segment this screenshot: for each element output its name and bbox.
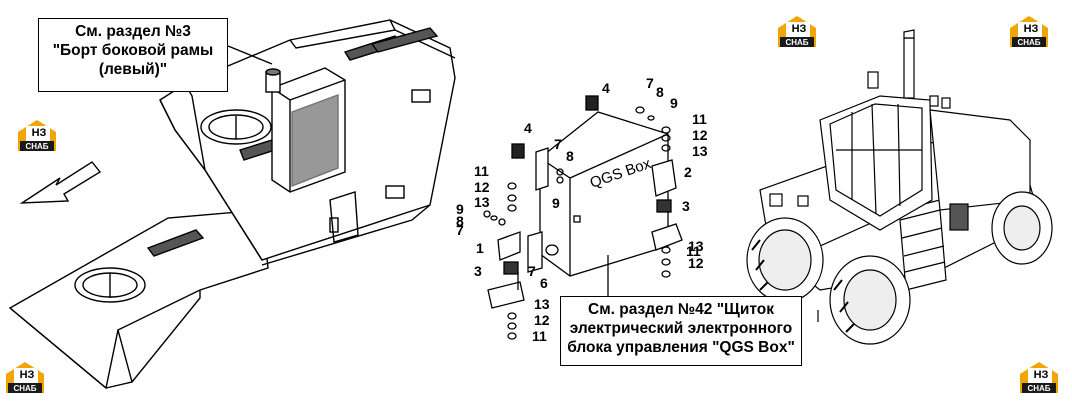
part-number-label: 2 (684, 164, 692, 180)
part-number-label: 13 (474, 194, 490, 210)
part-number-label: 12 (474, 179, 490, 195)
logo-sub-text: СНАБ (1017, 38, 1041, 47)
part-number-label: 6 (540, 275, 548, 291)
qgs-box-drawing (483, 95, 683, 340)
part-number-label: 7 (554, 136, 562, 152)
part-number-label: 9 (456, 201, 464, 217)
brand-logo: НЗ СНАБ (4, 360, 46, 394)
part-number-label: 11 (686, 243, 701, 259)
forklift-drawing (746, 29, 1053, 345)
logo-main-text: НЗ (19, 369, 35, 381)
part-number-label: 13 (692, 143, 708, 159)
callout-line: См. раздел №3 (75, 23, 191, 40)
logo-house-icon (1020, 362, 1058, 393)
logo-main-text: НЗ (791, 23, 807, 35)
part-number-label: 8 (566, 148, 574, 164)
part-number-label: 13 (688, 238, 704, 254)
part-number-label: 11 (474, 163, 489, 179)
brand-logo: НЗ СНАБ (16, 118, 58, 152)
callout-line: (левый)" (98, 61, 168, 78)
part-number-label: 8 (656, 84, 664, 100)
part-number-label: 12 (688, 255, 704, 271)
logo-house-icon (778, 16, 816, 47)
logo-sub-text: СНАБ (25, 142, 49, 151)
callout-line: блока управления "QGS Box" (567, 339, 795, 356)
logo-house-icon (18, 120, 56, 151)
logo-house-icon (1010, 16, 1048, 47)
part-number-label: 7 (646, 75, 654, 91)
part-number-label: 7 (456, 222, 464, 238)
callout-side-frame: См. раздел №3 "Борт боковой рамы (левый)… (38, 18, 228, 92)
part-number-label: 13 (534, 296, 550, 312)
callout-line: "Борт боковой рамы (52, 42, 214, 59)
part-number-label: 9 (552, 195, 560, 211)
part-number-label: 4 (602, 80, 610, 96)
part-numbers: 1233446777788899911111111121212121313131… (456, 75, 708, 344)
part-number-label: 1 (476, 240, 484, 256)
logo-sub-text: СНАБ (1027, 384, 1051, 393)
callout-qgs-box: См. раздел №42 "Щиток электрический элек… (560, 296, 802, 366)
direction-arrow (19, 161, 102, 204)
part-number-label: 3 (682, 198, 690, 214)
part-number-label: 4 (524, 120, 532, 136)
part-number-label: 9 (670, 95, 678, 111)
logo-main-text: НЗ (1033, 369, 1049, 381)
part-number-label: 8 (456, 213, 464, 229)
part-number-label: 11 (692, 111, 707, 127)
logo-house-icon (6, 362, 44, 393)
logo-sub-text: СНАБ (13, 384, 37, 393)
side-frame-drawing (8, 19, 456, 390)
part-number-label: 12 (692, 127, 708, 143)
part-number-label: 3 (474, 263, 482, 279)
callout-line: См. раздел №42 "Щиток (588, 301, 774, 318)
brand-logo: НЗ СНАБ (1008, 14, 1050, 48)
brand-logo: НЗ СНАБ (1018, 360, 1060, 394)
part-number-label: 12 (534, 312, 550, 328)
part-number-label: 7 (528, 263, 536, 279)
logo-sub-text: СНАБ (785, 38, 809, 47)
logo-main-text: НЗ (1023, 23, 1039, 35)
brand-logo: НЗ СНАБ (776, 14, 818, 48)
part-number-label: 11 (532, 328, 547, 344)
logo-main-text: НЗ (31, 127, 47, 139)
callout-line: электрический электронного (569, 320, 793, 337)
